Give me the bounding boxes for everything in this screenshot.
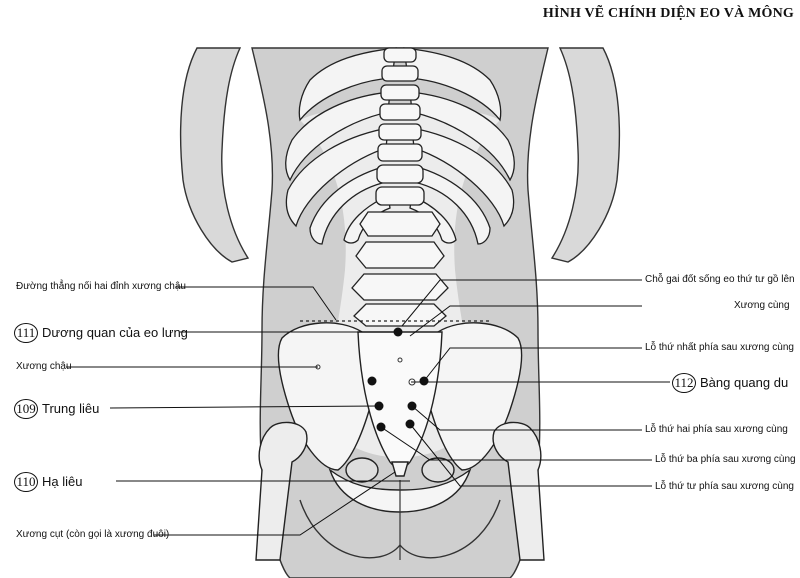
sacrum-small-dot: [397, 357, 403, 363]
label-ilium: Xương chậu: [16, 361, 72, 372]
point-110-number: 110: [14, 472, 38, 492]
leader-lines: [66, 279, 670, 536]
label-second-foramen: Lỗ thứ hai phía sau xương cùng: [645, 424, 788, 435]
figure-title: HÌNH VẼ CHÍNH DIỆN EO VÀ MÔNG: [542, 6, 794, 21]
point-109-label: 109 Trung liêu: [14, 399, 99, 419]
point-110-label: 110 Hạ liêu: [14, 472, 82, 492]
point-111-dot: [393, 327, 403, 337]
point-109-name: Trung liêu: [42, 401, 100, 416]
rib-cage: [285, 47, 515, 245]
label-coccyx: Xương cụt (còn gọi là xương đuôi): [16, 529, 170, 540]
point-110-name: Hạ liêu: [42, 474, 83, 489]
point-112-name: Bàng quang du: [700, 375, 789, 390]
label-l4-spinous: Chỗ gai đốt sống eo thứ tư gồ lên: [645, 274, 795, 285]
spine: [351, 47, 449, 327]
first-foramen-left-dot: [367, 376, 377, 386]
point-111-name: Dương quan của eo lưng: [42, 325, 188, 340]
label-third-foramen: Lỗ thứ ba phía sau xương cùng: [655, 454, 796, 465]
label-sacrum: Xương cùng: [734, 300, 790, 311]
pelvis: [255, 322, 545, 561]
label-first-foramen: Lỗ thứ nhất phía sau xương cùng: [645, 342, 794, 353]
point-112-number: 112: [672, 373, 696, 393]
label-fourth-foramen: Lỗ thứ tư phía sau xương cùng: [655, 481, 794, 492]
point-111-number: 111: [14, 323, 38, 343]
point-109-number: 109: [14, 399, 38, 419]
label-iliac-crest-line: Đường thẳng nối hai đỉnh xương chậu: [16, 281, 186, 292]
point-111-label: 111 Dương quan của eo lưng: [14, 323, 188, 343]
point-112-label: 112 Bàng quang du: [672, 373, 788, 393]
